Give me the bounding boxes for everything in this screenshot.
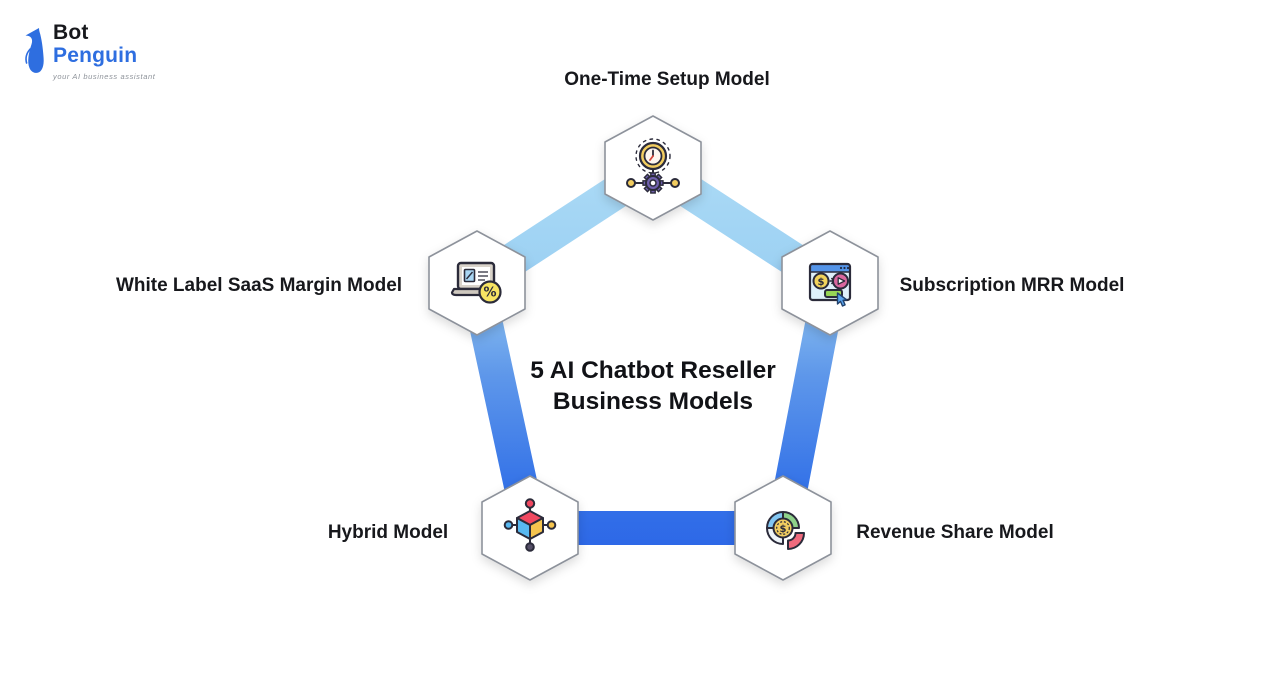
svg-text:%: % <box>483 286 496 301</box>
pentagon-band <box>457 147 849 545</box>
laptop-percent-icon: % <box>450 261 502 304</box>
diagram-title: 5 AI Chatbot Reseller Business Models <box>530 357 776 415</box>
svg-text:$: $ <box>780 524 787 535</box>
node-label-one-time-setup: One-Time Setup Model <box>564 69 770 90</box>
logo-text-penguin: Penguin <box>53 44 138 67</box>
logo-text: Bot Penguin your AI business assistant <box>53 22 155 81</box>
cube-network-icon <box>503 498 557 552</box>
donut-chart-coin-icon: $ <box>766 511 805 550</box>
node-label-hybrid: Hybrid Model <box>327 522 449 543</box>
clock-gear-network-icon <box>626 138 680 194</box>
penguin-icon <box>25 28 44 73</box>
botpenguin-logo: Bot Penguin your AI business assistant <box>18 22 155 81</box>
node-label-revenue-share: Revenue Share Model <box>856 522 1054 543</box>
node-label-white-label-saas: White Label SaaS Margin Model <box>115 275 403 296</box>
node-label-subscription-mrr: Subscription MRR Model <box>899 275 1125 296</box>
logo-tagline: your AI business assistant <box>53 72 156 81</box>
browser-subscription-icon: $ <box>808 262 852 307</box>
svg-text:$: $ <box>818 277 825 288</box>
logo-text-bot: Bot <box>53 21 89 44</box>
